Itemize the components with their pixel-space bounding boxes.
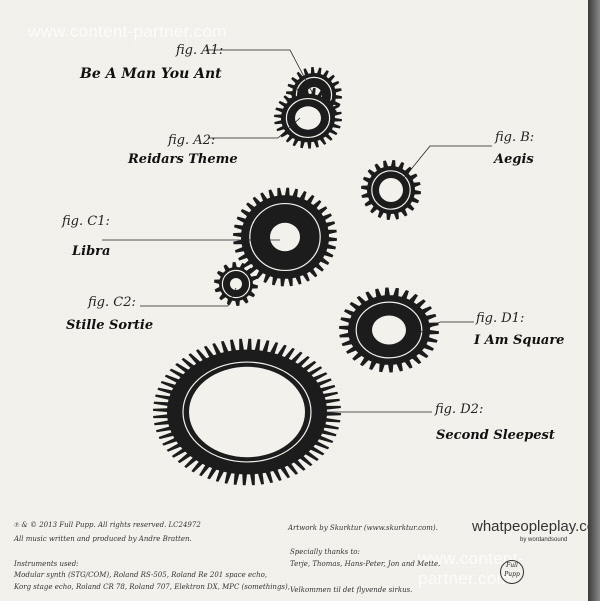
watermark-bottom: www.content-partner.com [418, 549, 524, 588]
gear-c2 [214, 262, 258, 306]
credits-written: All music written and produced by Andre … [14, 535, 192, 543]
fig-label-d2: fig. D2: [435, 402, 484, 417]
track-title-b: Aegis [494, 152, 534, 167]
gear-c1 [233, 187, 337, 287]
fig-label-c2: fig. C2: [88, 295, 136, 310]
credits-instruments-2: Korg stage echo, Roland CR 78, Roland 70… [14, 583, 290, 591]
label-stamp: Full Pupp [500, 560, 524, 584]
credits-instruments-1: Modular synth (STG/COM), Roland RS-505, … [14, 571, 268, 579]
whatpeopleplay-logo: whatpeopleplay.com [472, 518, 600, 535]
track-title-c1: Libra [72, 244, 111, 259]
gear-a2 [274, 87, 342, 149]
credits-thanks-1: Terje, Thomas, Hans-Peter, Jon and Mette… [290, 560, 441, 568]
credits-thanks-2: Velkommen til det flyvende sirkus. [290, 586, 413, 594]
fig-label-a1: fig. A1: [176, 43, 224, 58]
track-title-a1: Be A Man You Ant [80, 66, 222, 82]
gear-d1 [339, 287, 439, 373]
watermark-top: www.content-partner.com [28, 22, 227, 41]
fig-label-d1: fig. D1: [476, 311, 525, 326]
credits-copyright: ℗ & © 2013 Full Pupp. All rights reserve… [14, 521, 201, 529]
track-title-a2: Reidars Theme [128, 152, 238, 167]
credits-instruments-heading: Instruments used: [14, 560, 79, 568]
leader-line [140, 287, 237, 307]
track-title-d1: I Am Square [474, 333, 565, 348]
credits-thanks-heading: Specially thanks to: [290, 548, 360, 556]
fig-label-c1: fig. C1: [62, 214, 110, 229]
track-title-c2: Stille Sortie [66, 318, 154, 333]
track-title-d2: Second Sleepest [436, 428, 555, 443]
gear-d2 [153, 338, 341, 486]
leader-line [206, 49, 313, 93]
leader-line [403, 145, 492, 179]
whatpeopleplay-sub: by wordandsound [520, 537, 568, 543]
sleeve-edge [588, 0, 600, 601]
leader-line [405, 321, 474, 341]
fig-label-a2: fig. A2: [168, 133, 216, 148]
leader-line [208, 117, 301, 139]
credits-artwork: Artwork by Skurktur (www.skurktur.com). [288, 524, 438, 532]
fig-label-b: fig. B: [495, 130, 535, 145]
